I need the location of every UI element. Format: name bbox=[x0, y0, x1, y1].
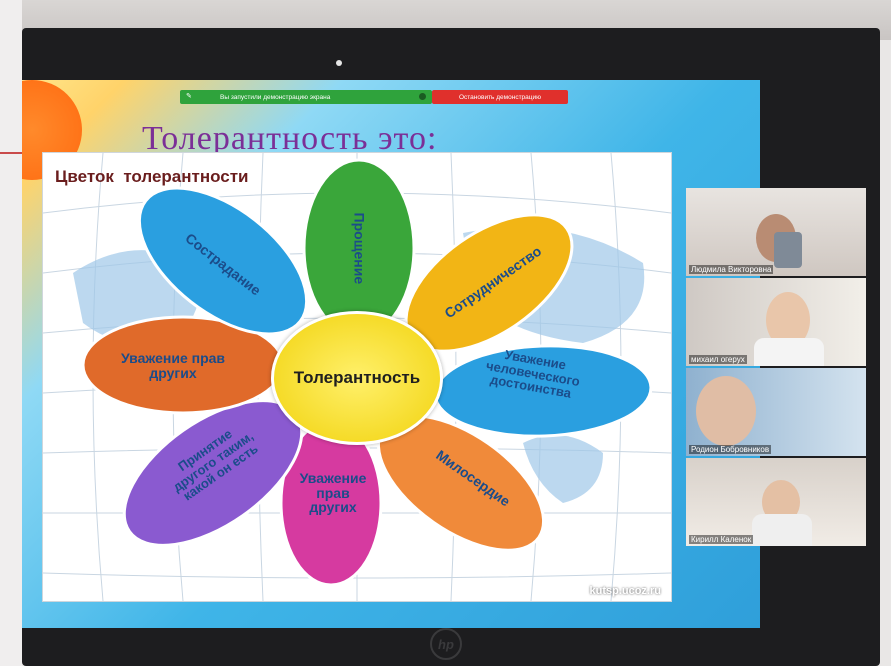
red-accent-line bbox=[0, 152, 42, 154]
participant-tile[interactable]: михаил огерух bbox=[686, 278, 866, 366]
petal-label-respect-rights-left: Уважение прав других bbox=[120, 350, 226, 381]
participant-name: Людмила Викторовна bbox=[689, 265, 774, 274]
tolerance-flower-diagram: Цветок толерантности Прощение Сотрудниче… bbox=[42, 152, 672, 602]
flower-petals bbox=[81, 158, 653, 587]
pin-icon[interactable]: ✎ bbox=[186, 93, 192, 100]
flower-heading: Цветок толерантности bbox=[55, 167, 249, 186]
participant-name: михаил огерух bbox=[689, 355, 747, 364]
participant-shirt bbox=[754, 338, 824, 366]
participant-shirt bbox=[752, 514, 812, 546]
source-watermark: kutsp.ucoz.ru bbox=[589, 585, 661, 597]
presentation-side-strip bbox=[0, 0, 22, 666]
slide-title: Толерантность это: bbox=[142, 120, 438, 157]
petal-label-forgiveness: Прощение bbox=[351, 212, 368, 285]
share-indicator-icon bbox=[419, 93, 426, 100]
participant-tile[interactable]: Кирилл Каленок bbox=[686, 458, 866, 546]
hp-logo-icon: hp bbox=[430, 628, 462, 660]
participant-name: Кирилл Каленок bbox=[689, 535, 754, 544]
participant-tile[interactable]: Людмила Викторовна bbox=[686, 188, 866, 276]
stop-share-button[interactable]: Остановить демонстрацию bbox=[432, 90, 568, 104]
share-status-text: Вы запустили демонстрацию экрана bbox=[220, 93, 331, 101]
shared-screen: ✎ Вы запустили демонстрацию экрана Остан… bbox=[22, 80, 760, 628]
participant-gallery: Людмила Викторовна михаил огерух Родион … bbox=[686, 188, 866, 550]
petal-compassion bbox=[137, 186, 309, 336]
participant-tile[interactable]: Родион Бобровников bbox=[686, 368, 866, 456]
avatar bbox=[696, 376, 756, 446]
phone-in-hand bbox=[774, 232, 802, 268]
participant-name: Родион Бобровников bbox=[689, 445, 772, 454]
petal-label-respect-rights-bottom: Уважение прав других bbox=[299, 470, 367, 516]
flower-center: Толерантность bbox=[271, 311, 443, 445]
screen-share-banner: ✎ Вы запустили демонстрацию экрана bbox=[180, 90, 432, 104]
webcam-indicator-icon bbox=[336, 60, 342, 66]
